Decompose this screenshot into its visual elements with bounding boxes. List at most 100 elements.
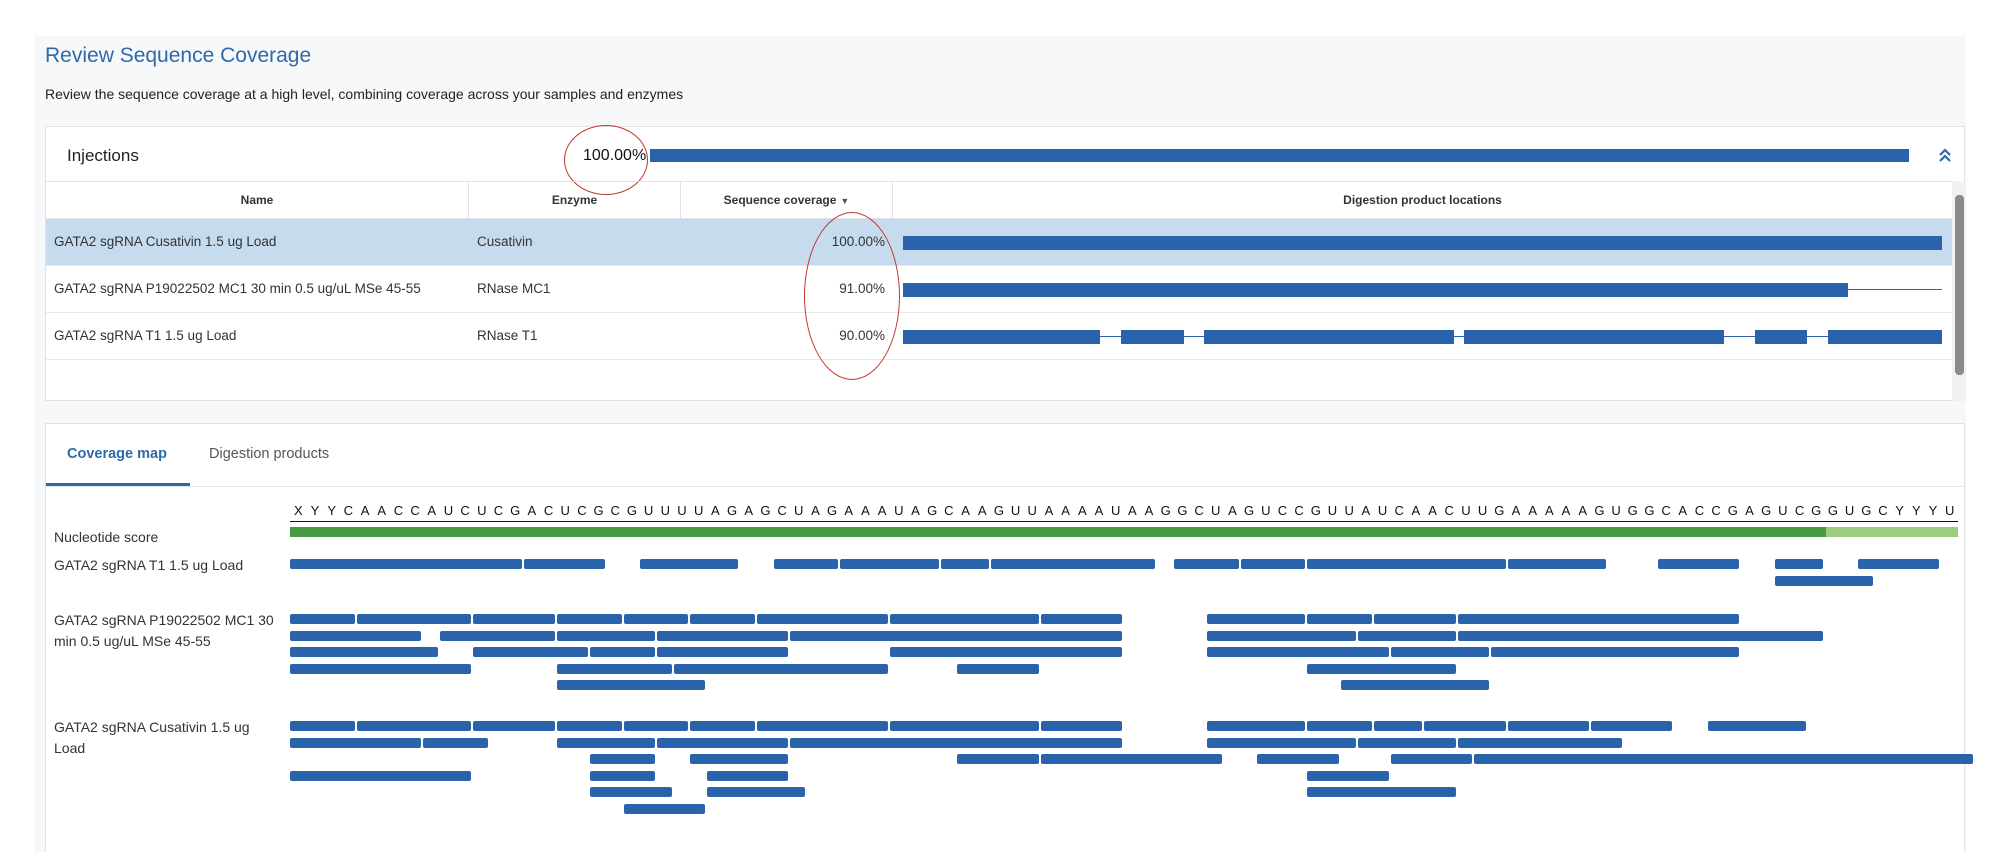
chevron-double-up-icon[interactable] bbox=[1935, 145, 1955, 165]
digestion-fragment[interactable] bbox=[1040, 754, 1223, 764]
digestion-fragment[interactable] bbox=[590, 770, 655, 781]
digestion-fragment[interactable] bbox=[1424, 721, 1506, 731]
digestion-fragment[interactable] bbox=[707, 787, 806, 797]
digestion-fragment[interactable] bbox=[290, 770, 472, 781]
digestion-fragment[interactable] bbox=[790, 630, 1122, 641]
injections-header[interactable]: Injections 100.00% bbox=[46, 125, 1964, 195]
digestion-fragment[interactable] bbox=[590, 754, 655, 764]
digestion-fragment[interactable] bbox=[290, 614, 355, 624]
digestion-fragment[interactable] bbox=[1307, 559, 1506, 569]
digestion-fragment[interactable] bbox=[1357, 737, 1456, 748]
digestion-fragment[interactable] bbox=[556, 680, 705, 690]
digestion-fragment[interactable] bbox=[290, 663, 472, 674]
digestion-fragment[interactable] bbox=[840, 559, 939, 569]
digestion-fragment[interactable] bbox=[1591, 721, 1673, 731]
digestion-fragment[interactable] bbox=[1207, 647, 1389, 657]
digestion-fragment[interactable] bbox=[773, 559, 839, 569]
digestion-fragment[interactable] bbox=[690, 614, 756, 624]
digestion-fragment[interactable] bbox=[1374, 721, 1423, 731]
digestion-fragment[interactable] bbox=[356, 614, 472, 624]
digestion-fragment[interactable] bbox=[1307, 721, 1373, 731]
digestion-fragment[interactable] bbox=[590, 787, 672, 797]
digestion-fragment[interactable] bbox=[1457, 630, 1823, 641]
digestion-fragment[interactable] bbox=[1240, 559, 1306, 569]
digestion-fragment[interactable] bbox=[1457, 737, 1623, 748]
digestion-fragment[interactable] bbox=[290, 721, 355, 731]
digestion-fragment[interactable] bbox=[1457, 614, 1740, 624]
digestion-fragment[interactable] bbox=[623, 721, 689, 731]
digestion-fragment[interactable] bbox=[556, 663, 672, 674]
digestion-fragment[interactable] bbox=[1307, 614, 1373, 624]
digestion-fragment[interactable] bbox=[1207, 721, 1306, 731]
digestion-fragment[interactable] bbox=[623, 614, 689, 624]
digestion-fragment[interactable] bbox=[690, 721, 756, 731]
digestion-fragment[interactable] bbox=[1774, 559, 1823, 569]
digestion-fragment[interactable] bbox=[1774, 575, 1873, 586]
digestion-fragment[interactable] bbox=[1307, 663, 1456, 674]
digestion-fragment[interactable] bbox=[1507, 721, 1590, 731]
digestion-fragment[interactable] bbox=[473, 721, 555, 731]
table-scrollbar-thumb[interactable] bbox=[1955, 195, 1964, 375]
digestion-fragment[interactable] bbox=[1390, 754, 1473, 764]
digestion-fragment[interactable] bbox=[707, 770, 789, 781]
digestion-fragment[interactable] bbox=[1357, 630, 1456, 641]
digestion-fragment[interactable] bbox=[1207, 737, 1356, 748]
digestion-fragment[interactable] bbox=[890, 721, 1039, 731]
tab-coverage-map[interactable]: Coverage map bbox=[67, 446, 167, 462]
digestion-fragment[interactable] bbox=[940, 559, 989, 569]
column-header-enzyme[interactable]: Enzyme bbox=[469, 182, 681, 219]
digestion-fragment[interactable] bbox=[440, 630, 555, 641]
digestion-fragment[interactable] bbox=[790, 737, 1122, 748]
digestion-fragment[interactable] bbox=[1657, 559, 1740, 569]
digestion-fragment[interactable] bbox=[656, 647, 789, 657]
digestion-fragment[interactable] bbox=[590, 647, 655, 657]
digestion-fragment[interactable] bbox=[523, 559, 605, 569]
digestion-fragment[interactable] bbox=[356, 721, 472, 731]
digestion-fragment[interactable] bbox=[1040, 721, 1122, 731]
digestion-fragment[interactable] bbox=[1040, 614, 1122, 624]
digestion-fragment[interactable] bbox=[556, 630, 655, 641]
digestion-fragment[interactable] bbox=[1374, 614, 1456, 624]
digestion-fragment[interactable] bbox=[1207, 630, 1356, 641]
digestion-fragment[interactable] bbox=[290, 647, 439, 657]
digestion-fragment[interactable] bbox=[640, 559, 739, 569]
column-header-digestion-locations[interactable]: Digestion product locations bbox=[1343, 193, 1502, 207]
digestion-fragment[interactable] bbox=[556, 614, 622, 624]
digestion-fragment[interactable] bbox=[1207, 614, 1306, 624]
table-row[interactable]: GATA2 sgRNA P19022502 MC1 30 min 0.5 ug/… bbox=[46, 266, 1952, 313]
digestion-fragment[interactable] bbox=[690, 754, 789, 764]
digestion-fragment[interactable] bbox=[290, 559, 522, 569]
digestion-fragment[interactable] bbox=[1307, 787, 1456, 797]
column-header-name[interactable]: Name bbox=[46, 182, 469, 219]
digestion-fragment[interactable] bbox=[890, 614, 1039, 624]
tab-digestion-products[interactable]: Digestion products bbox=[209, 446, 330, 462]
digestion-fragment[interactable] bbox=[656, 630, 789, 641]
digestion-fragment[interactable] bbox=[556, 737, 655, 748]
digestion-fragment[interactable] bbox=[423, 737, 489, 748]
digestion-fragment[interactable] bbox=[290, 630, 422, 641]
digestion-fragment[interactable] bbox=[890, 647, 1122, 657]
digestion-fragment[interactable] bbox=[957, 663, 1039, 674]
digestion-fragment[interactable] bbox=[1174, 559, 1239, 569]
digestion-fragment[interactable] bbox=[1474, 754, 1973, 764]
digestion-fragment[interactable] bbox=[473, 614, 555, 624]
digestion-fragment[interactable] bbox=[290, 737, 422, 748]
digestion-fragment[interactable] bbox=[990, 559, 1156, 569]
digestion-fragment[interactable] bbox=[1307, 770, 1389, 781]
digestion-fragment[interactable] bbox=[757, 721, 889, 731]
digestion-fragment[interactable] bbox=[1507, 559, 1606, 569]
digestion-fragment[interactable] bbox=[1490, 647, 1740, 657]
sort-desc-icon[interactable]: ▼ bbox=[840, 196, 850, 206]
digestion-fragment[interactable] bbox=[1707, 721, 1806, 731]
digestion-fragment[interactable] bbox=[1257, 754, 1339, 764]
digestion-fragment[interactable] bbox=[673, 663, 889, 674]
digestion-fragment[interactable] bbox=[1340, 680, 1489, 690]
digestion-fragment[interactable] bbox=[1857, 559, 1940, 569]
column-header-sequence-coverage[interactable]: Sequence coverage▼ bbox=[681, 182, 893, 219]
digestion-fragment[interactable] bbox=[623, 803, 705, 814]
digestion-fragment[interactable] bbox=[757, 614, 889, 624]
digestion-fragment[interactable] bbox=[1390, 647, 1489, 657]
digestion-fragment[interactable] bbox=[473, 647, 589, 657]
